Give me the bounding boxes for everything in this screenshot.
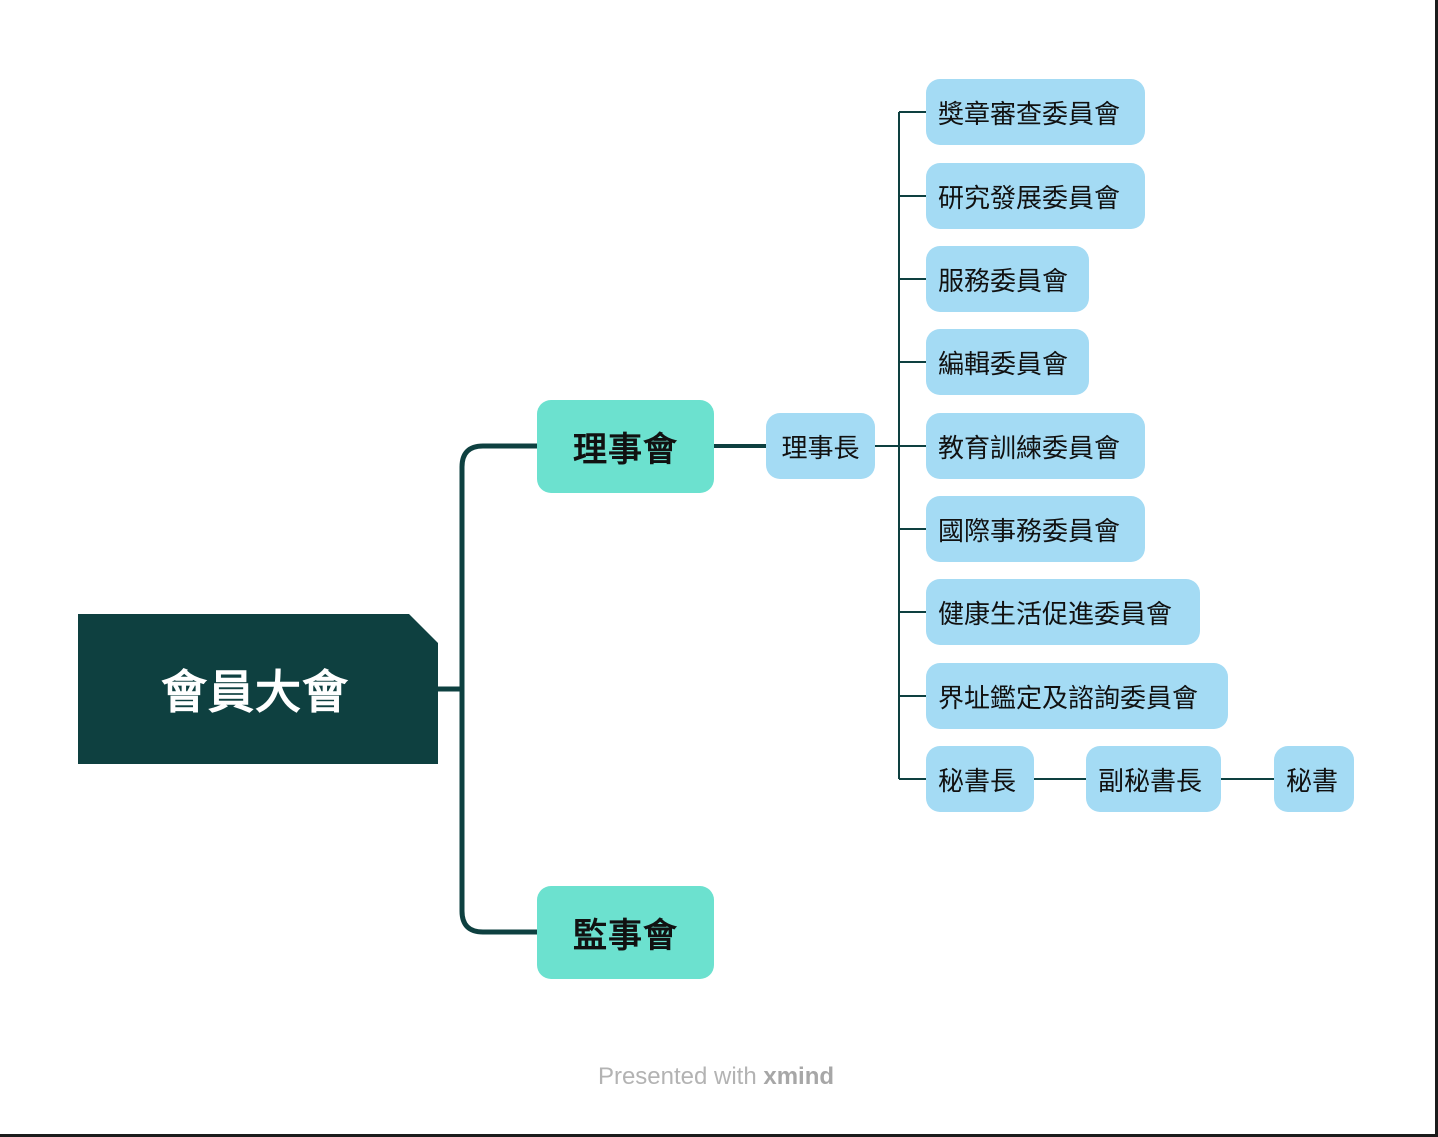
topic-committee-label: 編輯委員會 [938, 349, 1069, 380]
topic-committee-7[interactable]: 健康生活促進委員會 [926, 579, 1200, 645]
topic-secretary-label: 秘書 [1286, 766, 1339, 797]
xmind-logo-text: xmind [763, 1063, 835, 1090]
root-topic-label: 會員大會 [161, 665, 349, 719]
topic-supervisors[interactable]: 監事會 [537, 886, 714, 979]
topic-deputy-secretary-general[interactable]: 副秘書長 [1086, 746, 1221, 812]
topic-committee-label: 教育訓練委員會 [938, 433, 1121, 464]
topic-committee-label: 服務委員會 [938, 266, 1069, 297]
footer-prefix: Presented with [597, 1063, 764, 1090]
topic-secretary[interactable]: 秘書 [1274, 746, 1354, 812]
topic-committee-2[interactable]: 研究發展委員會 [926, 163, 1145, 229]
frame-border-bottom [0, 1134, 1438, 1137]
topic-committee-5[interactable]: 教育訓練委員會 [926, 413, 1145, 479]
topic-committee-label: 國際事務委員會 [938, 516, 1121, 547]
topic-committee-label: 研究發展委員會 [938, 183, 1121, 214]
topic-committee-3[interactable]: 服務委員會 [926, 246, 1089, 312]
topic-secretary-general[interactable]: 秘書長 [926, 746, 1034, 812]
presented-with-footer: Presented with xmind [0, 1063, 1432, 1091]
topic-committee-8[interactable]: 界址鑑定及諮詢委員會 [926, 663, 1228, 729]
topic-chairman-label: 理事長 [781, 433, 860, 464]
topic-committee-1[interactable]: 獎章審查委員會 [926, 79, 1145, 145]
topic-board-label: 理事會 [573, 430, 678, 470]
topic-secretary-general-label: 秘書長 [938, 766, 1017, 797]
topic-deputy-secretary-general-label: 副秘書長 [1098, 766, 1203, 797]
topic-committee-6[interactable]: 國際事務委員會 [926, 496, 1145, 562]
topic-committee-label: 界址鑑定及諮詢委員會 [938, 683, 1199, 714]
connector-root-to-board [459, 443, 537, 689]
note-corner-icon [408, 614, 438, 644]
topic-supervisors-label: 監事會 [573, 916, 678, 956]
frame-border-right [1435, 0, 1438, 1137]
topic-committee-label: 獎章審查委員會 [938, 99, 1121, 130]
topic-board[interactable]: 理事會 [537, 400, 714, 493]
topic-chairman[interactable]: 理事長 [766, 413, 875, 479]
topic-committee-4[interactable]: 編輯委員會 [926, 329, 1089, 395]
root-topic[interactable]: 會員大會 [78, 614, 438, 764]
connector-root-to-supervisors [459, 689, 537, 935]
topic-committee-label: 健康生活促進委員會 [938, 599, 1173, 630]
